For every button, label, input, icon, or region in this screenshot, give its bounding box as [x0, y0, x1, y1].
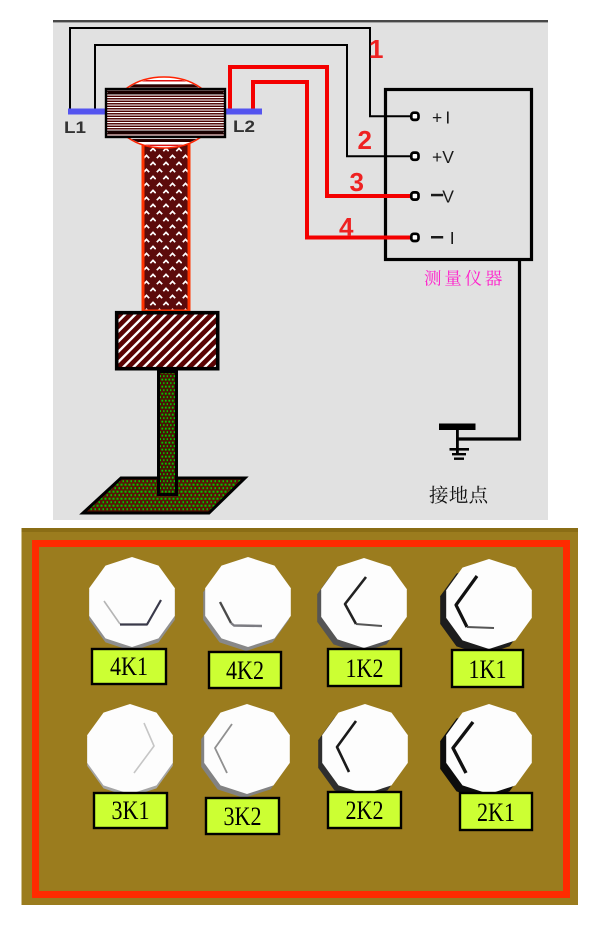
svg-text:3: 3	[350, 167, 364, 197]
svg-text:V: V	[442, 187, 454, 207]
svg-text:3K2: 3K2	[224, 802, 262, 831]
svg-text:3K1: 3K1	[112, 796, 150, 825]
svg-text:2K1: 2K1	[477, 798, 515, 827]
svg-text:1K2: 1K2	[346, 654, 384, 683]
svg-text:L1: L1	[64, 118, 86, 137]
svg-text:L2: L2	[233, 117, 255, 136]
svg-text:+: +	[432, 108, 442, 128]
svg-text:I: I	[445, 108, 450, 128]
svg-text:+: +	[432, 147, 442, 167]
svg-text:I: I	[450, 228, 455, 248]
svg-text:4K2: 4K2	[226, 656, 264, 685]
svg-text:1K1: 1K1	[469, 655, 507, 684]
svg-text:4: 4	[339, 212, 354, 242]
svg-text:2K2: 2K2	[346, 796, 384, 825]
svg-text:4K1: 4K1	[110, 652, 148, 681]
svg-text:2: 2	[358, 125, 372, 155]
svg-text:V: V	[442, 147, 454, 167]
svg-text:1: 1	[369, 34, 383, 64]
